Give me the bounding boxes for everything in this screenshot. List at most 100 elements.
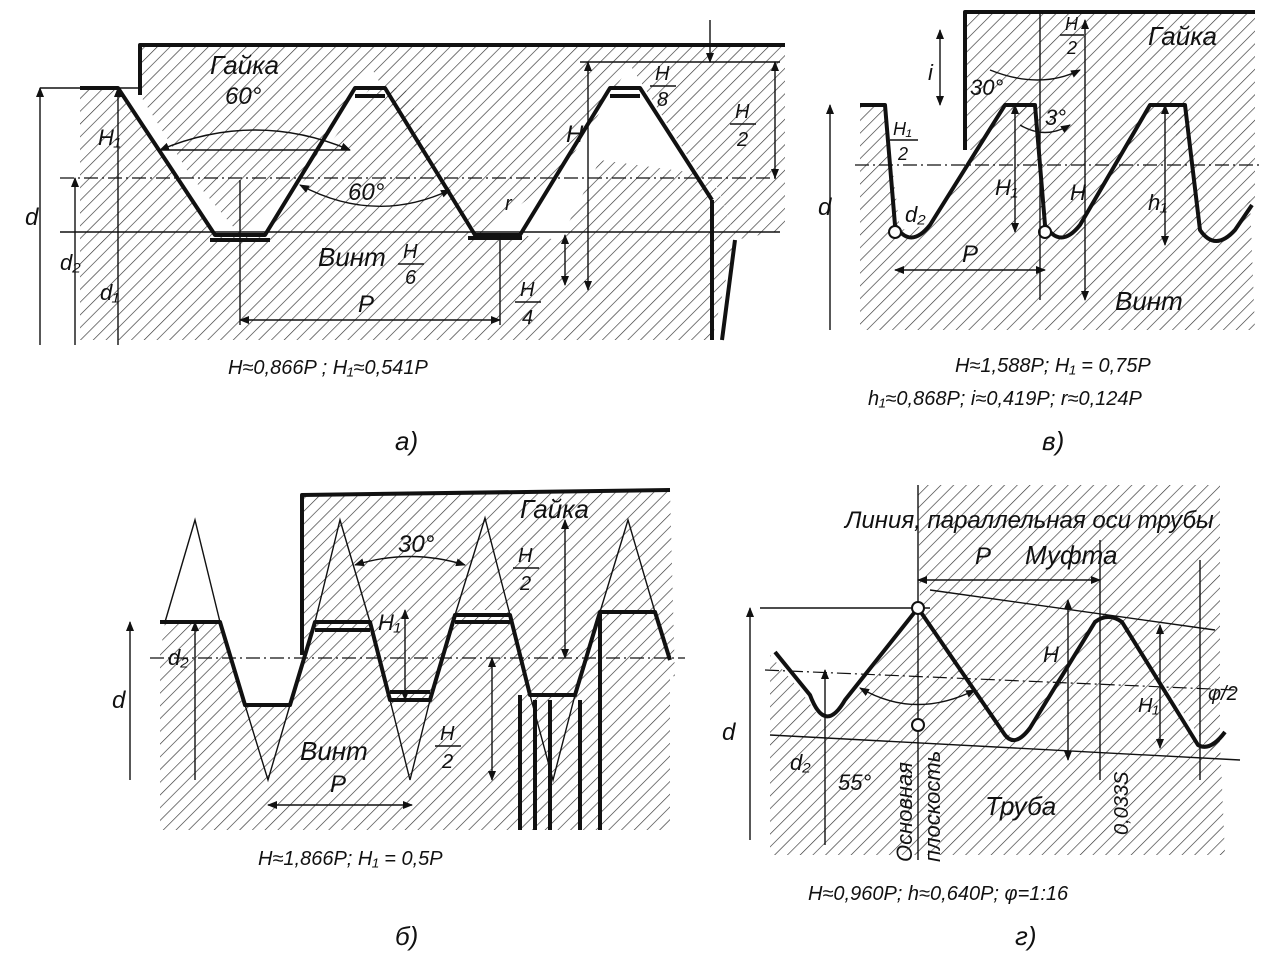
fraction-H1-2: H₁ 2 xyxy=(890,119,918,164)
H12-den: 2 xyxy=(897,144,908,164)
fraction-H2a: H 2 xyxy=(513,545,539,595)
label-d2: d₂ xyxy=(60,250,81,275)
panel-a-metric-thread: Гайка 60° 60° Винт P d d₂ d₁ H₁ H r H 8 … xyxy=(25,20,785,456)
label-H1: H₁ xyxy=(378,610,401,635)
label-angle: 55° xyxy=(838,770,871,795)
angle30-arc xyxy=(989,69,1081,81)
formula-g: H≈0,960P; h≈0,640P; φ=1:16 xyxy=(808,883,1069,905)
label-H: H xyxy=(1070,180,1086,205)
panel-letter-v: в) xyxy=(1042,426,1064,456)
label-nut: Гайка xyxy=(520,494,589,524)
angle-arc-screw xyxy=(299,184,451,208)
angle-arc xyxy=(859,687,976,706)
formula-v-2: h₁≈0,868P; i≈0,419P; r≈0,124P xyxy=(868,388,1143,410)
H8-num: H xyxy=(655,63,670,85)
triangle-construction xyxy=(164,515,656,623)
label-angle30: 30° xyxy=(970,75,1003,100)
H2-num: H xyxy=(1065,14,1079,34)
panel-v-thread: Гайка Винт 30° 3° d d₂ i H₁ H h₁ P H₁ 2 … xyxy=(818,10,1260,456)
label-angle-screw: 60° xyxy=(348,179,385,206)
H2a-num: H xyxy=(518,545,533,567)
label-H1: H₁ xyxy=(995,175,1018,200)
lower-triangles xyxy=(244,694,576,783)
pipe-hatched-body xyxy=(770,608,1225,855)
H2b-den: 2 xyxy=(441,751,453,773)
H2a-den: 2 xyxy=(519,573,531,595)
label-H: H xyxy=(1043,642,1059,667)
angle-arc xyxy=(354,555,466,567)
line-parallel-axis xyxy=(929,589,1216,631)
H8-den: 8 xyxy=(657,89,668,111)
label-screw: Винт xyxy=(318,242,386,272)
screw-hatched-body xyxy=(80,88,735,340)
H12-num: H₁ xyxy=(893,119,912,139)
radius-circle-2 xyxy=(1038,225,1052,239)
nut-hatched-body xyxy=(302,490,675,700)
fraction-H6: H 6 xyxy=(398,241,424,289)
label-angle3: 3° xyxy=(1045,105,1066,130)
formula-a: H≈0,866P ; H₁≈0,541P xyxy=(228,357,429,379)
label-angle: 30° xyxy=(398,531,435,558)
label-H1: H₁ xyxy=(1138,695,1159,717)
label-screw: Винт xyxy=(300,736,368,766)
fraction-H8: H 8 xyxy=(650,63,676,111)
label-d2: d₂ xyxy=(790,750,811,775)
thread-profile-line xyxy=(860,103,1254,243)
fraction-H-2: H 2 xyxy=(1060,14,1084,58)
formula-v-1: H≈1,588P; H₁ = 0,75P xyxy=(955,355,1151,377)
panel-letter-g: г) xyxy=(1015,921,1036,951)
H2b-num: H xyxy=(440,723,455,745)
label-screw: Винт xyxy=(1115,286,1183,316)
label-H: H xyxy=(566,121,584,148)
label-r: r xyxy=(505,193,513,215)
label-d2: d₂ xyxy=(905,202,926,227)
radius-circle-1 xyxy=(888,225,902,239)
label-pitch: P xyxy=(330,771,346,798)
H4-num: H xyxy=(520,279,535,301)
label-d1: d₁ xyxy=(100,280,119,305)
label-nut: Гайка xyxy=(1148,21,1217,51)
panel-letter-a: a) xyxy=(395,426,418,456)
nut-hatched-body xyxy=(140,45,785,240)
ref-circle-top xyxy=(911,601,925,615)
H6-den: 6 xyxy=(405,267,417,289)
label-line-parallel: Линия, параллельная оси трубы xyxy=(843,507,1214,534)
fraction-H2b: H 2 xyxy=(435,723,461,773)
label-base-plane-1: Основная xyxy=(892,762,917,862)
label-phi2: φ/2 xyxy=(1208,683,1238,705)
root-flats xyxy=(315,620,510,694)
nut-hatched-body xyxy=(965,12,1255,235)
label-d: d xyxy=(25,204,39,231)
label-H1: H₁ xyxy=(98,125,121,150)
label-i: i xyxy=(928,60,934,85)
label-h1: h₁ xyxy=(1148,190,1167,215)
label-d: d xyxy=(722,719,736,746)
H4-den: 4 xyxy=(522,307,533,329)
H6-num: H xyxy=(403,241,418,263)
label-d: d xyxy=(112,687,126,714)
thread-profile-line xyxy=(773,606,1227,749)
label-pitch: P xyxy=(358,291,374,318)
label-nut: Гайка xyxy=(210,50,279,80)
ref-circle-mid xyxy=(911,718,925,732)
label-angle-nut: 60° xyxy=(225,83,262,110)
angle-arc-nut-curve xyxy=(159,129,351,151)
H2-den: 2 xyxy=(736,129,748,151)
label-d: d xyxy=(818,194,832,221)
panel-letter-b: б) xyxy=(395,921,418,951)
label-pipe: Труба xyxy=(985,791,1056,821)
label-s: 0,033S xyxy=(1111,771,1133,835)
panel-g-pipe-thread: Линия, параллельная оси трубы Муфта P Тр… xyxy=(722,485,1241,951)
nut-outline xyxy=(300,488,671,655)
thread-profile-line xyxy=(80,86,714,237)
H2-den: 2 xyxy=(1066,38,1077,58)
panel-b-thread: Гайка 30° Винт P d d₂ H₁ H 2 H 2 H≈1,866… xyxy=(112,488,685,951)
angle3-arc xyxy=(1019,124,1071,134)
label-pitch: P xyxy=(975,543,991,570)
screw-edge xyxy=(710,200,737,341)
label-coupling: Муфта xyxy=(1025,540,1118,570)
formula-b: H≈1,866P; H₁ = 0,5P xyxy=(258,848,443,870)
label-base-plane-2: плоскость xyxy=(920,751,945,862)
fraction-H2: H 2 xyxy=(730,101,756,151)
